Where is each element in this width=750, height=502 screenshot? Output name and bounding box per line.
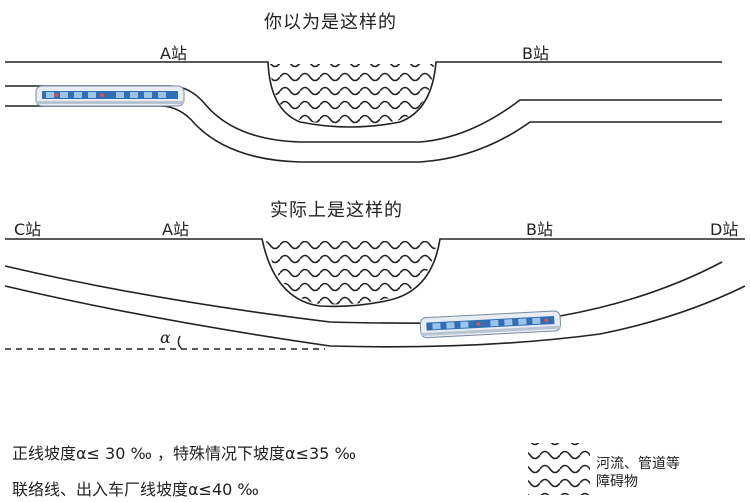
bottom-station-a-label: A站 xyxy=(162,220,189,239)
top-train xyxy=(35,85,185,107)
top-obstacle xyxy=(270,64,434,125)
bottom-title: 实际上是这样的 xyxy=(270,200,403,221)
top-track-lower xyxy=(5,105,722,163)
bottom-ground-line xyxy=(5,238,745,308)
bottom-station-c-label: C站 xyxy=(14,220,42,239)
legend-label: 河流、管道等 障碍物 xyxy=(596,455,680,491)
bottom-track-lower xyxy=(4,285,746,348)
legend-line-2: 障碍物 xyxy=(596,474,638,490)
top-track-upper xyxy=(5,85,722,143)
bottom-obstacle xyxy=(266,241,437,305)
note-line-1: 正线坡度α≤ 30 ‰ ，特殊情况下坡度α≤35 ‰ xyxy=(12,444,356,463)
top-title: 你以为是这样的 xyxy=(264,12,397,33)
top-station-a-label: A站 xyxy=(160,44,187,63)
top-diagram xyxy=(5,61,722,163)
angle-alpha-label: α xyxy=(160,328,171,347)
top-station-b-label: B站 xyxy=(522,44,549,63)
bottom-station-b-label: B站 xyxy=(526,220,553,239)
note-line-2: 联络线、出入车厂线坡度α≤40 ‰ xyxy=(12,480,259,499)
angle-arc xyxy=(177,335,183,350)
legend-line-1: 河流、管道等 xyxy=(596,456,680,472)
bottom-diagram xyxy=(4,238,746,350)
bottom-train xyxy=(419,310,562,339)
bottom-station-d-label: D站 xyxy=(710,220,739,239)
legend-swatch xyxy=(528,443,590,495)
top-ground-line xyxy=(5,61,722,128)
